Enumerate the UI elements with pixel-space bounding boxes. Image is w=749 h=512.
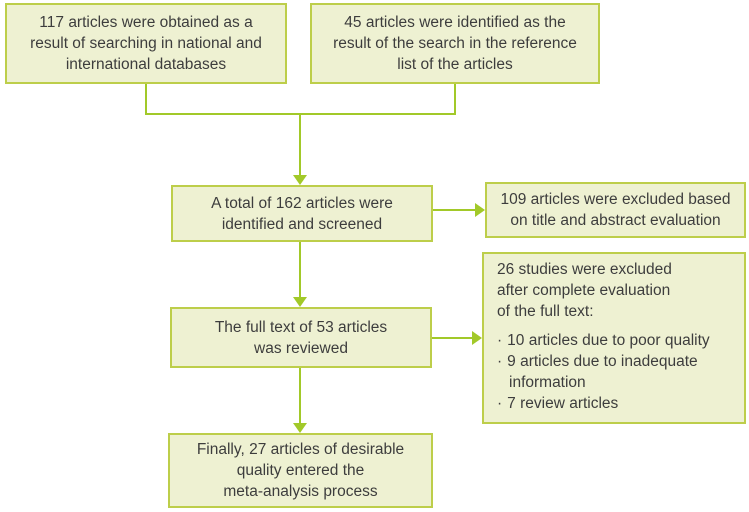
- text-line: meta-analysis process: [223, 483, 378, 500]
- text-line: list of the articles: [397, 56, 513, 73]
- bullet-icon: ·: [497, 395, 503, 412]
- connector-refsearch-down-line: [454, 83, 456, 115]
- connector-screened-to-fulltext-line: [299, 242, 301, 299]
- box-excluded-screening: 109 articles were excluded based on titl…: [485, 182, 746, 238]
- text-line: of the full text:: [497, 303, 594, 320]
- text-line: 45 articles were identified as the: [344, 14, 566, 31]
- text-line: result of the search in the reference: [333, 35, 577, 52]
- text-line: 26 studies were excluded: [497, 261, 672, 278]
- text-line: international databases: [65, 56, 227, 73]
- list-item: ·10 articles due to poor quality: [497, 330, 738, 351]
- text-line: was reviewed: [254, 339, 348, 357]
- bullet-icon: ·: [497, 353, 503, 370]
- arrowhead-into-excluded-screening-icon: [475, 203, 485, 217]
- text-line: identified and screened: [221, 215, 383, 233]
- connector-fulltext-to-final-line: [299, 368, 301, 425]
- text-line: after complete evaluation: [497, 282, 671, 299]
- box-full-text-review: The full text of 53 articles was reviewe…: [170, 307, 432, 368]
- connector-dbsearch-down-line: [145, 84, 147, 115]
- box-database-search: 117 articles were obtained as a result o…: [5, 3, 287, 84]
- connector-fulltext-to-excluded-line: [432, 337, 474, 339]
- exclusion-reason-list: ·10 articles due to poor quality ·9 arti…: [497, 330, 738, 414]
- connector-screened-to-excluded-line: [433, 209, 477, 211]
- arrowhead-into-final-icon: [293, 423, 307, 433]
- arrowhead-into-excluded-fulltext-icon: [472, 331, 482, 345]
- bullet-icon: ·: [497, 332, 503, 349]
- list-item: ·9 articles due to inadequate informatio…: [497, 351, 738, 393]
- text-line: A total of 162 articles were: [211, 194, 393, 212]
- list-item: ·7 review articles: [497, 393, 738, 414]
- text-line: quality entered the: [236, 462, 365, 479]
- text-line: on title and abstract evaluation: [510, 212, 721, 229]
- box-final-included: Finally, 27 articles of desirable qualit…: [168, 433, 433, 508]
- arrowhead-into-screened-icon: [293, 175, 307, 185]
- box-excluded-full-text: 26 studies were excluded after complete …: [482, 252, 746, 424]
- box-reference-search: 45 articles were identified as the resul…: [310, 3, 600, 84]
- box-screened: A total of 162 articles were identified …: [171, 185, 433, 242]
- text-line: result of searching in national and: [30, 35, 262, 52]
- arrowhead-into-fulltext-icon: [293, 297, 307, 307]
- list-item-text: 10 articles due to poor quality: [507, 332, 710, 349]
- list-item-text: 9 articles due to inadequate information: [507, 353, 698, 391]
- text-line: 109 articles were excluded based: [500, 191, 731, 208]
- text-line: Finally, 27 articles of desirable: [196, 441, 405, 458]
- connector-merge-to-screened-line: [299, 114, 301, 176]
- list-item-text: 7 review articles: [507, 395, 619, 412]
- text-line: 117 articles were obtained as a: [39, 14, 253, 31]
- text-line: The full text of 53 articles: [214, 318, 388, 336]
